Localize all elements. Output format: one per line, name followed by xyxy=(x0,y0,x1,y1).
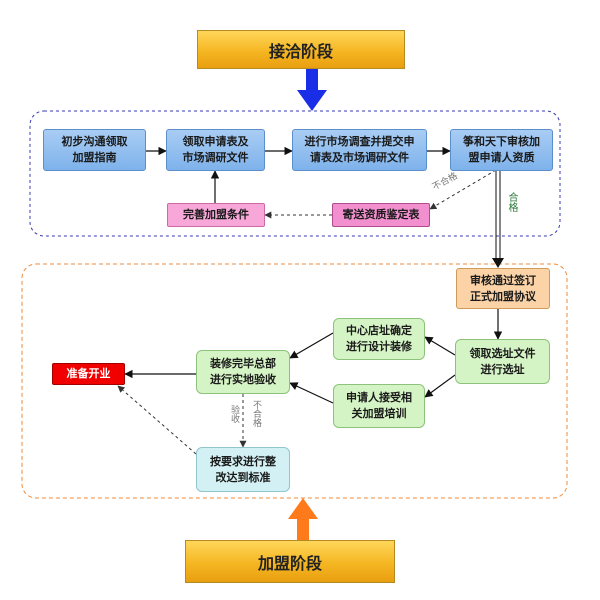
arrow-site-to-training xyxy=(424,374,456,398)
node-center-design-label: 中心店址确定 进行设计装修 xyxy=(346,324,412,353)
node-improve-conditions: 完善加盟条件 xyxy=(167,203,265,227)
node-send-qualification-form-label: 寄送资质鉴定表 xyxy=(342,208,420,221)
contact-stage-banner: 接洽阶段 xyxy=(197,30,405,69)
node-prepare-opening-label: 准备开业 xyxy=(66,367,111,380)
contact-stage-title: 接洽阶段 xyxy=(268,41,333,61)
franchise-stage-region xyxy=(21,263,568,499)
node-get-application-label: 领取申请表及 市场调研文件 xyxy=(182,135,249,164)
arrow-rectify-to-open xyxy=(117,385,197,455)
arrow-review-unqualified xyxy=(429,169,497,210)
node-rectify-label: 按要求进行整 改达到标准 xyxy=(210,454,276,484)
node-site-selection: 领取选址文件 进行选址 xyxy=(455,339,550,384)
label-unqualified-acceptance-text: 不合格 xyxy=(251,400,261,427)
node-market-research-label: 进行市场调查并提交申 请表及市场调研文件 xyxy=(304,135,415,164)
down-arrow-icon xyxy=(297,69,327,111)
node-market-research: 进行市场调查并提交申 请表及市场调研文件 xyxy=(292,129,427,171)
label-qualified: 合格 xyxy=(506,192,517,212)
franchise-stage-title: 加盟阶段 xyxy=(257,553,322,573)
node-rectify: 按要求进行整 改达到标准 xyxy=(196,447,290,492)
contact-stage-region xyxy=(29,110,561,237)
node-review-qualification-label: 筝和天下审核加 盟申请人资质 xyxy=(463,135,540,164)
node-sign-agreement-label: 审核通过签订 正式加盟协议 xyxy=(470,273,536,303)
node-initial-contact-label: 初步沟通领取 加盟指南 xyxy=(61,135,128,164)
node-sign-agreement: 审核通过签订 正式加盟协议 xyxy=(456,268,550,309)
qualified-arrowhead xyxy=(492,258,504,268)
label-acceptance: 验收 xyxy=(228,405,239,423)
up-arrow-icon xyxy=(288,498,318,540)
node-center-design: 中心店址确定 进行设计装修 xyxy=(333,318,425,360)
node-site-acceptance-label: 装修完毕总部 进行实地验收 xyxy=(210,357,276,386)
node-initial-contact: 初步沟通领取 加盟指南 xyxy=(43,129,146,171)
node-training: 申请人接受相 关加盟培训 xyxy=(333,384,425,428)
label-qualified-text: 合格 xyxy=(506,192,517,212)
node-get-application: 领取申请表及 市场调研文件 xyxy=(166,129,265,171)
arrow-center-to-acceptance xyxy=(289,332,334,359)
node-review-qualification: 筝和天下审核加 盟申请人资质 xyxy=(450,129,553,171)
label-acceptance-text: 验收 xyxy=(229,405,239,423)
node-send-qualification-form: 寄送资质鉴定表 xyxy=(332,203,430,227)
arrow-training-to-acceptance xyxy=(289,382,334,404)
label-unqualified-acceptance: 不合格 xyxy=(250,400,261,427)
node-training-label: 申请人接受相 关加盟培训 xyxy=(346,391,412,420)
node-site-selection-label: 领取选址文件 进行选址 xyxy=(469,346,536,376)
node-improve-conditions-label: 完善加盟条件 xyxy=(183,208,249,221)
node-prepare-opening: 准备开业 xyxy=(52,363,125,385)
arrow-site-to-center xyxy=(424,336,456,356)
node-site-acceptance: 装修完毕总部 进行实地验收 xyxy=(196,350,290,394)
franchise-stage-banner: 加盟阶段 xyxy=(185,540,395,583)
